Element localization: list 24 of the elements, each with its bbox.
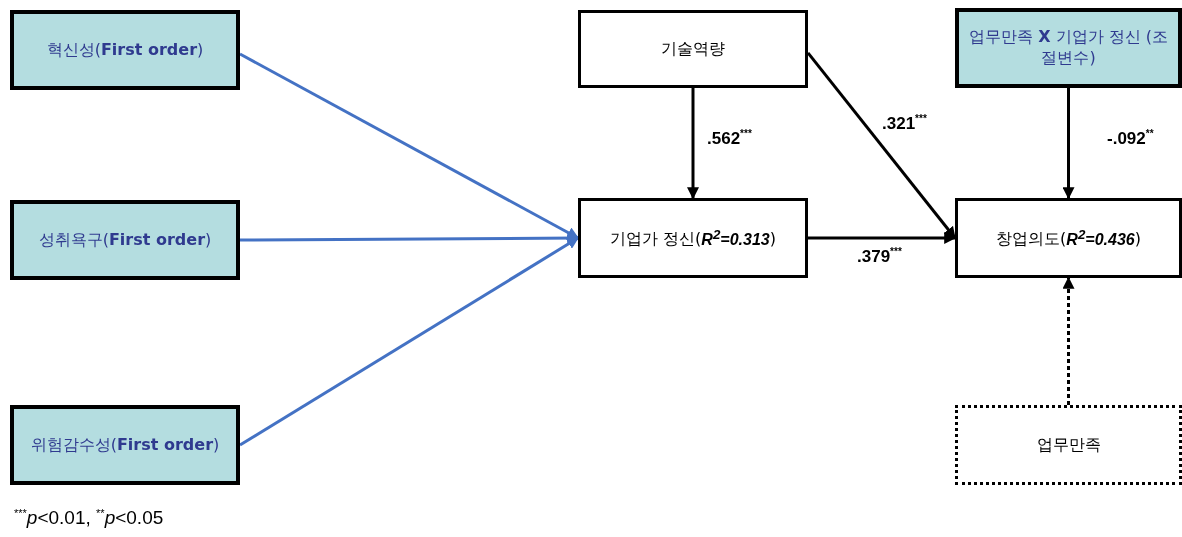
variable-box — [10, 10, 240, 90]
node-label: 업무만족 — [1035, 434, 1102, 456]
node-label: 기술역량 — [660, 38, 726, 60]
variable-box — [955, 405, 1182, 485]
variable-box — [955, 8, 1182, 88]
arrow — [1062, 88, 1075, 200]
footnote: $^{***}$p<0.01, $^{**}$p<0.05 — [14, 507, 164, 530]
node-label: 위험감수성(First order) — [29, 434, 221, 456]
variable-box — [578, 198, 808, 278]
node-label: 창업의도(R$^{2}$=0.436) — [995, 225, 1142, 251]
node-label: 혁신성(First order) — [45, 39, 205, 61]
variable-box — [955, 198, 1182, 278]
node-label: 업무만족 X 기업가 정신 (조절변수) — [968, 27, 1169, 69]
arrow — [239, 52, 580, 240]
arrow — [239, 236, 579, 447]
variable-box — [578, 10, 808, 88]
arrow — [808, 232, 957, 244]
node-label: 기업가 정신(R$^{2}$=0.313) — [609, 225, 777, 251]
arrow — [806, 51, 957, 239]
arrow — [687, 88, 699, 200]
node-label: 성취욕구(First order) — [37, 229, 213, 251]
arrow — [1062, 276, 1075, 405]
variable-box — [10, 405, 240, 485]
variable-box — [10, 200, 240, 280]
